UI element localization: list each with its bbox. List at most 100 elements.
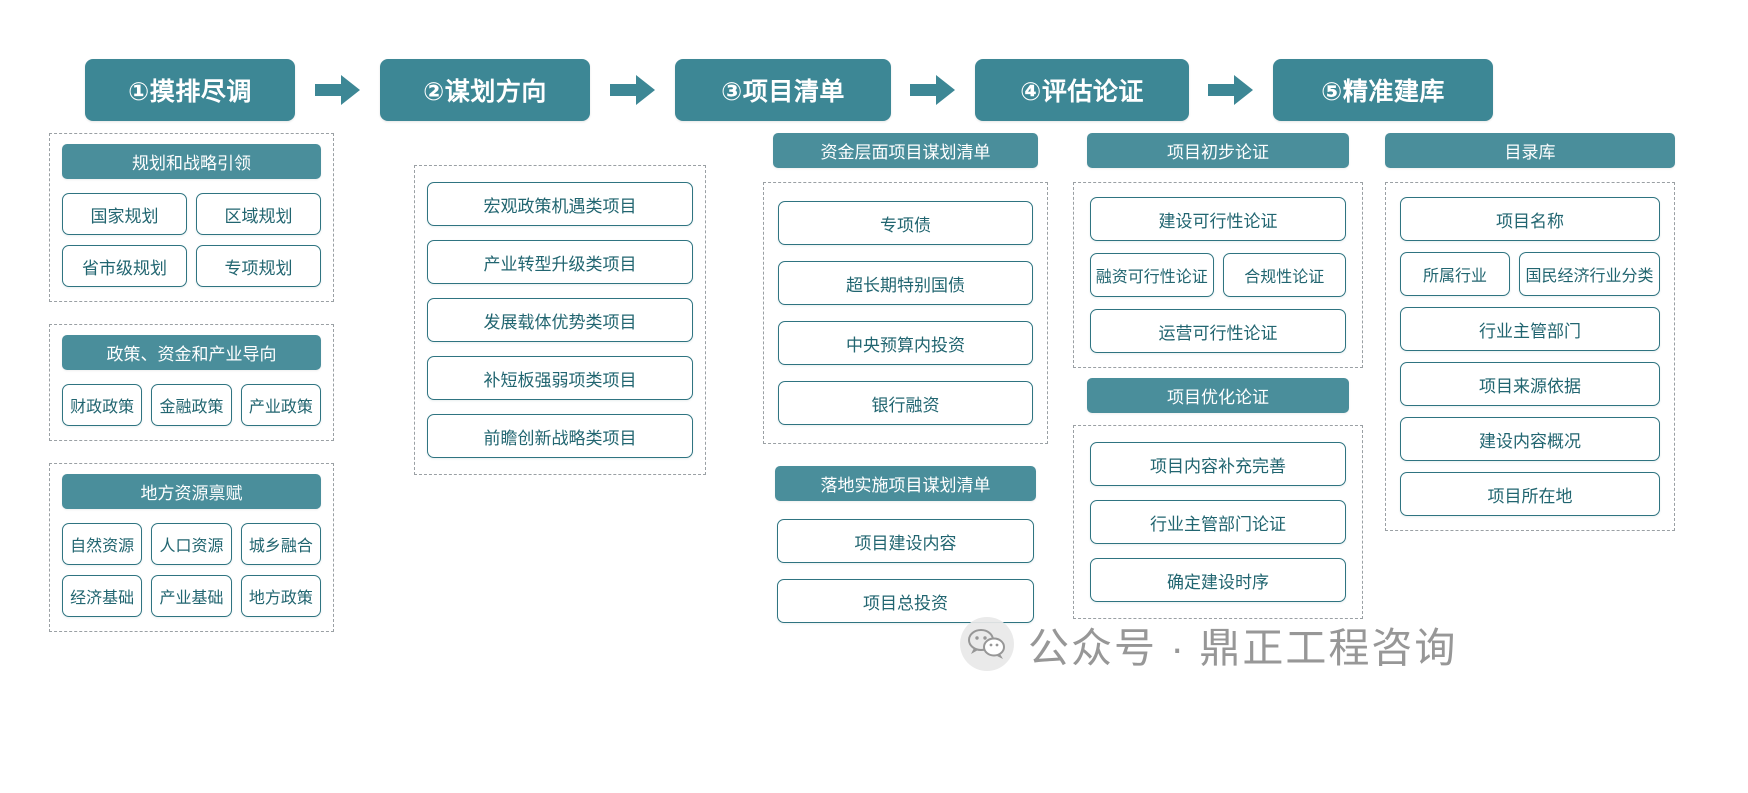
stage-header-row: ①摸排尽调 ②谋划方向 ③项目清单 ④评估论证 ⑤精准建库 xyxy=(0,57,1748,123)
group-planning-strategy: 规划和战略引领 国家规划 区域规划 省市级规划 专项规划 xyxy=(49,133,334,302)
group-banner-catalog-library: 目录库 xyxy=(1385,133,1675,168)
chip-economic-base[interactable]: 经济基础 xyxy=(62,575,143,617)
group-planning-directions: 宏观政策机遇类项目 产业转型升级类项目 发展载体优势类项目 补短板强弱项类项目 … xyxy=(414,165,706,475)
chip-population-resources[interactable]: 人口资源 xyxy=(151,523,232,565)
chip-row: 经济基础 产业基础 地方政策 xyxy=(62,575,321,617)
chip-construction-feasibility[interactable]: 建设可行性论证 xyxy=(1090,197,1346,241)
group-capital-level-list: 专项债 超长期特别国债 中央预算内投资 银行融资 xyxy=(763,182,1048,444)
chip-financial-policy[interactable]: 金融政策 xyxy=(151,384,232,426)
chip-industry-authority-assessment[interactable]: 行业主管部门论证 xyxy=(1090,500,1346,544)
stage-header-1[interactable]: ①摸排尽调 xyxy=(85,59,295,121)
chip-construction-sequence[interactable]: 确定建设时序 xyxy=(1090,558,1346,602)
chip-row: 确定建设时序 xyxy=(1090,558,1346,602)
chip-row: 补短板强弱项类项目 xyxy=(427,356,693,400)
chip-row: 专项债 xyxy=(778,201,1033,245)
chip-macro-policy-opportunity-projects[interactable]: 宏观政策机遇类项目 xyxy=(427,182,693,226)
group-policy-capital-industry: 政策、资金和产业导向 财政政策 金融政策 产业政策 xyxy=(49,324,334,441)
chip-special-bonds[interactable]: 专项债 xyxy=(778,201,1033,245)
chip-row: 自然资源 人口资源 城乡融合 xyxy=(62,523,321,565)
group-banner-preliminary-assessment: 项目初步论证 xyxy=(1087,133,1349,168)
chip-industry-authority[interactable]: 行业主管部门 xyxy=(1400,307,1660,351)
chip-weakness-improvement-projects[interactable]: 补短板强弱项类项目 xyxy=(427,356,693,400)
chip-row: 行业主管部门 xyxy=(1400,307,1660,351)
chip-central-budget-investment[interactable]: 中央预算内投资 xyxy=(778,321,1033,365)
chip-row: 财政政策 金融政策 产业政策 xyxy=(62,384,321,426)
group-catalog-library: 项目名称 所属行业 国民经济行业分类 行业主管部门 项目来源依据 建设内容概况 … xyxy=(1385,182,1675,531)
chip-industry-belonging[interactable]: 所属行业 xyxy=(1400,252,1510,296)
chip-row: 宏观政策机遇类项目 xyxy=(427,182,693,226)
group-banner-optimization-assessment: 项目优化论证 xyxy=(1087,378,1349,413)
chip-row: 项目建设内容 xyxy=(777,519,1034,563)
chip-row: 融资可行性论证 合规性论证 xyxy=(1090,253,1346,297)
column-3: 资金层面项目谋划清单 专项债 超长期特别国债 中央预算内投资 银行融资 落地实施… xyxy=(763,133,1048,645)
chip-fiscal-policy[interactable]: 财政政策 xyxy=(62,384,143,426)
chip-row: 发展载体优势类项目 xyxy=(427,298,693,342)
group-banner-planning-strategy: 规划和战略引领 xyxy=(62,144,321,179)
chip-national-plan[interactable]: 国家规划 xyxy=(62,193,187,235)
group-optimization-assessment: 项目内容补充完善 行业主管部门论证 确定建设时序 xyxy=(1073,425,1363,619)
column-1: 规划和战略引领 国家规划 区域规划 省市级规划 专项规划 政策、资金和产业导向 … xyxy=(49,133,334,654)
chip-natural-resources[interactable]: 自然资源 xyxy=(62,523,143,565)
chip-row: 建设可行性论证 xyxy=(1090,197,1346,241)
chip-row: 项目来源依据 xyxy=(1400,362,1660,406)
chip-content-supplement[interactable]: 项目内容补充完善 xyxy=(1090,442,1346,486)
group-banner-local-resource-endowment: 地方资源禀赋 xyxy=(62,474,321,509)
chip-project-name[interactable]: 项目名称 xyxy=(1400,197,1660,241)
group-banner-capital-level-list: 资金层面项目谋划清单 xyxy=(773,133,1038,168)
chip-forward-innovation-strategy-projects[interactable]: 前瞻创新战略类项目 xyxy=(427,414,693,458)
chip-financing-feasibility[interactable]: 融资可行性论证 xyxy=(1090,253,1214,297)
chip-row: 建设内容概况 xyxy=(1400,417,1660,461)
group-banner-implementation-list: 落地实施项目谋划清单 xyxy=(775,466,1036,501)
stage-header-2[interactable]: ②谋划方向 xyxy=(380,59,590,121)
chip-development-carrier-projects[interactable]: 发展载体优势类项目 xyxy=(427,298,693,342)
chip-row: 产业转型升级类项目 xyxy=(427,240,693,284)
chip-industrial-policy[interactable]: 产业政策 xyxy=(240,384,321,426)
chip-row: 行业主管部门论证 xyxy=(1090,500,1346,544)
group-banner-policy-capital-industry: 政策、资金和产业导向 xyxy=(62,335,321,370)
group-catalog-header-wrap: 目录库 xyxy=(1385,133,1675,168)
chip-ultra-long-special-treasury-bonds[interactable]: 超长期特别国债 xyxy=(778,261,1033,305)
group-preliminary-header-wrap: 项目初步论证 xyxy=(1073,133,1363,168)
chip-row: 省市级规划 专项规划 xyxy=(62,245,321,287)
stage-header-3[interactable]: ③项目清单 xyxy=(675,59,891,121)
chip-special-plan[interactable]: 专项规划 xyxy=(196,245,321,287)
group-capital-level-header-wrap: 资金层面项目谋划清单 xyxy=(763,133,1048,168)
chip-project-total-investment[interactable]: 项目总投资 xyxy=(777,579,1034,623)
columns-container: 规划和战略引领 国家规划 区域规划 省市级规划 专项规划 政策、资金和产业导向 … xyxy=(0,133,1748,654)
stage-header-5[interactable]: ⑤精准建库 xyxy=(1273,59,1493,121)
chip-provincial-city-plan[interactable]: 省市级规划 xyxy=(62,245,187,287)
group-optimization-header-wrap: 项目优化论证 xyxy=(1073,378,1363,413)
flow-arrow-2 xyxy=(590,73,675,107)
chip-row: 运营可行性论证 xyxy=(1090,309,1346,353)
chip-row: 银行融资 xyxy=(778,381,1033,425)
right-arrow-icon xyxy=(609,75,655,105)
chip-local-policy[interactable]: 地方政策 xyxy=(240,575,321,617)
chip-project-construction-content[interactable]: 项目建设内容 xyxy=(777,519,1034,563)
chip-national-economy-industry-class[interactable]: 国民经济行业分类 xyxy=(1519,252,1660,296)
right-arrow-icon xyxy=(314,75,360,105)
chip-project-location[interactable]: 项目所在地 xyxy=(1400,472,1660,516)
chip-row: 超长期特别国债 xyxy=(778,261,1033,305)
chip-operation-feasibility[interactable]: 运营可行性论证 xyxy=(1090,309,1346,353)
chip-regional-plan[interactable]: 区域规划 xyxy=(196,193,321,235)
chip-row: 项目名称 xyxy=(1400,197,1660,241)
chip-row: 前瞻创新战略类项目 xyxy=(427,414,693,458)
flow-arrow-1 xyxy=(295,73,380,107)
chip-industrial-transformation-projects[interactable]: 产业转型升级类项目 xyxy=(427,240,693,284)
flow-arrow-4 xyxy=(1189,73,1273,107)
column-2: 宏观政策机遇类项目 产业转型升级类项目 发展载体优势类项目 补短板强弱项类项目 … xyxy=(414,133,706,497)
chip-urban-rural-integration[interactable]: 城乡融合 xyxy=(240,523,321,565)
chip-construction-content-overview[interactable]: 建设内容概况 xyxy=(1400,417,1660,461)
chip-project-source-basis[interactable]: 项目来源依据 xyxy=(1400,362,1660,406)
stage-header-4[interactable]: ④评估论证 xyxy=(975,59,1189,121)
column-4: 项目初步论证 建设可行性论证 融资可行性论证 合规性论证 运营可行性论证 项目优… xyxy=(1073,133,1363,641)
chip-bank-financing[interactable]: 银行融资 xyxy=(778,381,1033,425)
chip-row: 所属行业 国民经济行业分类 xyxy=(1400,252,1660,296)
chip-compliance-assessment[interactable]: 合规性论证 xyxy=(1222,253,1346,297)
right-arrow-icon xyxy=(910,75,955,105)
chip-row: 中央预算内投资 xyxy=(778,321,1033,365)
chip-row: 项目总投资 xyxy=(777,579,1034,623)
flow-arrow-3 xyxy=(891,73,975,107)
chip-industrial-base[interactable]: 产业基础 xyxy=(151,575,232,617)
